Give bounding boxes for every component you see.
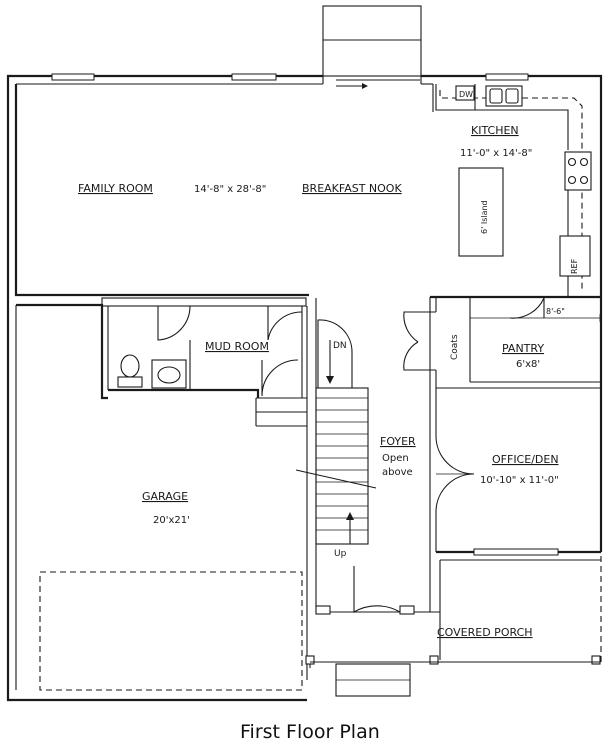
range-stove — [564, 151, 592, 191]
breakfast-nook-label: BREAKFAST NOOK — [302, 182, 402, 195]
island-label: 6' Island — [480, 200, 489, 234]
office-window — [473, 548, 559, 556]
pantry-dimension-line — [469, 314, 601, 322]
office-size: 10'-10" x 11'-0" — [480, 475, 559, 486]
pantry-dimension: 8'-6" — [546, 307, 565, 316]
door-swings — [157, 297, 545, 615]
mud-room-label: MUD ROOM — [205, 340, 269, 353]
porch-label: COVERED PORCH — [437, 626, 533, 639]
refrigerator-label: REF — [570, 258, 579, 274]
refrigerator — [559, 235, 591, 277]
office-label: OFFICE/DEN — [492, 453, 559, 466]
family-room-label: FAMILY ROOM — [78, 182, 153, 195]
family-room-size: 14'-8" x 28'-8" — [194, 184, 266, 195]
kitchen-island — [458, 167, 504, 257]
pantry-label: PANTRY — [502, 342, 544, 355]
covered-porch — [305, 556, 602, 697]
plan-title: First Floor Plan — [240, 721, 380, 743]
dishwasher-label: DW — [459, 90, 473, 99]
chimney — [322, 5, 422, 77]
half-bath-fixtures — [117, 354, 187, 389]
coats-label: Coats — [450, 334, 460, 360]
pantry-size: 6'x8' — [516, 359, 540, 370]
foyer-note-line1: Open — [382, 453, 409, 464]
kitchen-counters — [435, 84, 583, 296]
garage-size: 20'x21' — [153, 515, 190, 526]
rear-windows — [51, 73, 529, 89]
interior-walls — [15, 295, 601, 690]
foyer-note-line2: above — [382, 467, 413, 478]
garage-door-outline — [39, 571, 303, 691]
kitchen-label: KITCHEN — [471, 124, 519, 137]
stairs-down-label: DN — [333, 341, 347, 351]
kitchen-size: 11'-0" x 14'-8" — [460, 148, 532, 159]
staircase — [295, 319, 377, 545]
garage-label: GARAGE — [142, 490, 188, 503]
foyer-label: FOYER — [380, 435, 416, 448]
stairs-up-label: Up — [334, 549, 347, 559]
exterior-walls — [6, 74, 603, 702]
